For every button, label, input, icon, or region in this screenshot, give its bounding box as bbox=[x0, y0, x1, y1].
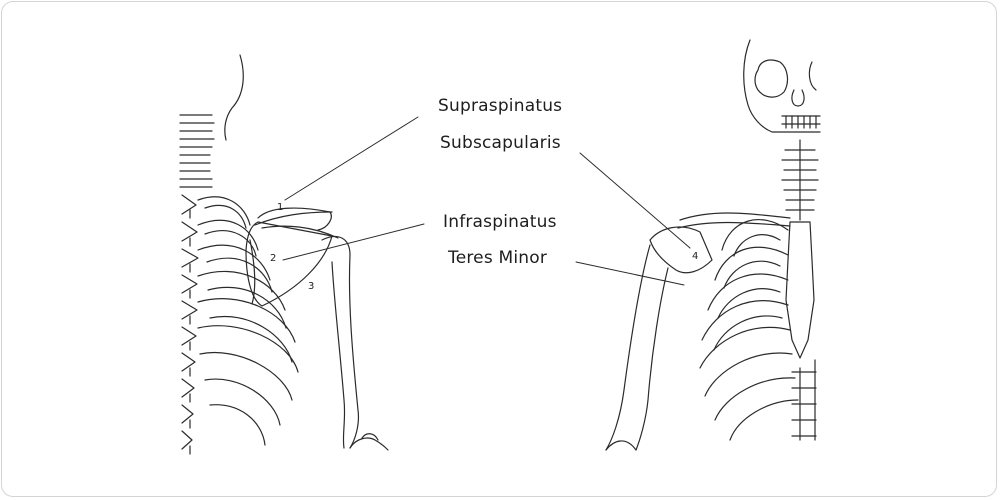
leader-teres-minor bbox=[575, 261, 685, 286]
clavicle-anterior bbox=[679, 212, 791, 221]
marker-2: 2 bbox=[270, 253, 277, 264]
clavicle-posterior bbox=[254, 211, 333, 226]
humerus-posterior bbox=[321, 235, 389, 451]
spine-lower-anterior bbox=[791, 359, 817, 441]
marker-4: 4 bbox=[692, 251, 699, 262]
posterior-view bbox=[179, 54, 389, 455]
leader-subscapularis bbox=[579, 152, 691, 249]
skull-anterior bbox=[743, 39, 821, 133]
label-infraspinatus: Infraspinatus bbox=[443, 212, 557, 232]
anterior-view bbox=[605, 39, 821, 451]
marker-3: 3 bbox=[308, 281, 315, 292]
label-teres-minor: Teres Minor bbox=[448, 248, 548, 268]
leader-infraspinatus bbox=[282, 223, 425, 261]
ribs-posterior bbox=[197, 196, 299, 446]
leader-supraspinatus bbox=[284, 116, 419, 201]
ribs-anterior bbox=[699, 219, 799, 441]
label-subscapularis: Subscapularis bbox=[440, 133, 561, 153]
head-outline bbox=[224, 54, 244, 141]
humerus-anterior bbox=[605, 244, 669, 451]
sternum bbox=[785, 221, 815, 359]
leader-lines bbox=[282, 116, 691, 286]
spine-posterior bbox=[179, 114, 215, 455]
spine-anterior bbox=[781, 139, 819, 221]
label-supraspinatus: Supraspinatus bbox=[438, 96, 563, 116]
marker-1: 1 bbox=[277, 202, 284, 213]
scapula-anterior bbox=[649, 226, 713, 274]
